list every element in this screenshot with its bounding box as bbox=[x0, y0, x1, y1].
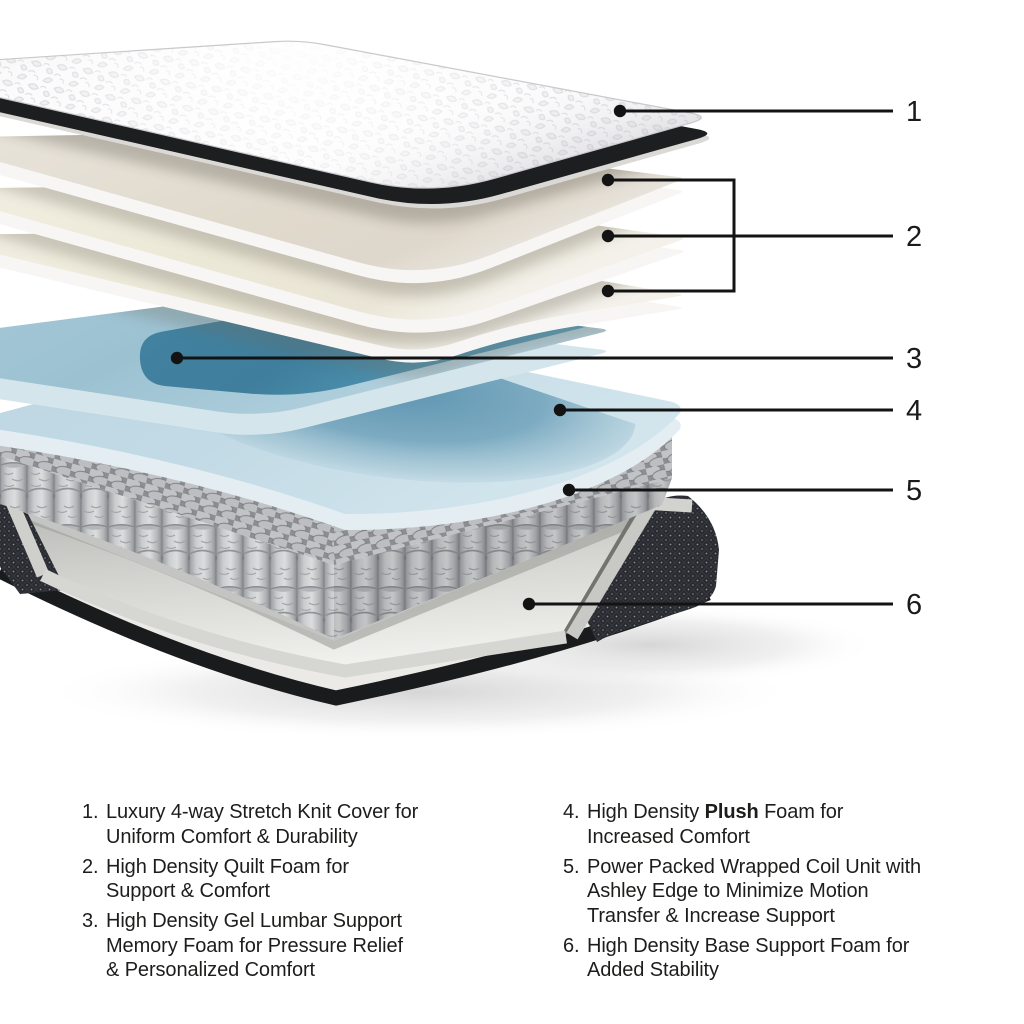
svg-text:6: 6 bbox=[906, 589, 922, 621]
svg-text:3: 3 bbox=[906, 343, 922, 375]
svg-text:4: 4 bbox=[906, 395, 922, 427]
svg-text:1: 1 bbox=[906, 96, 922, 128]
svg-text:2: 2 bbox=[906, 221, 922, 253]
svg-text:5: 5 bbox=[906, 475, 922, 507]
